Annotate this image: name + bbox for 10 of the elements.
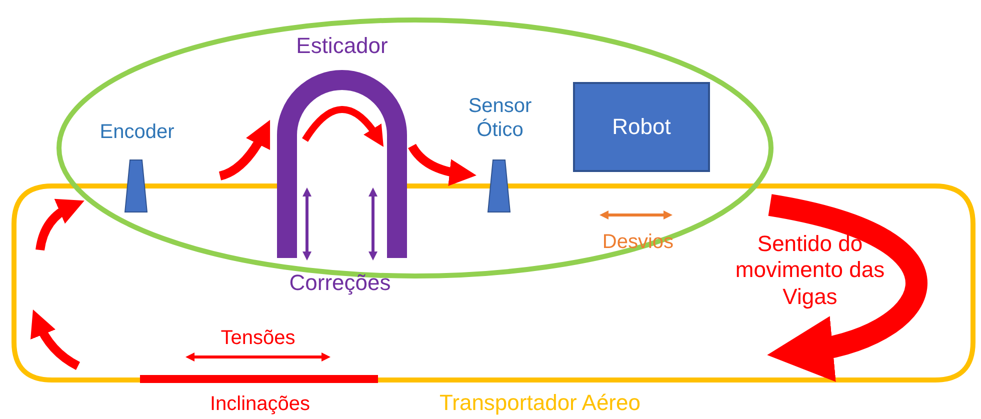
component-label: Encoder [98, 120, 176, 144]
robot-box [573, 82, 710, 172]
conveyor-label: Transportador Aéreo [438, 390, 642, 416]
measure-label: Tensões [220, 326, 296, 350]
measure-label: Inclinações [208, 392, 312, 416]
node-label: Robot [612, 114, 671, 140]
measure-label: Correções [288, 270, 392, 296]
component-label: Esticador [295, 33, 389, 60]
component-label: Sensor Ótico [467, 94, 533, 142]
direction-label: Sentido do movimento das Vigas [735, 231, 885, 310]
